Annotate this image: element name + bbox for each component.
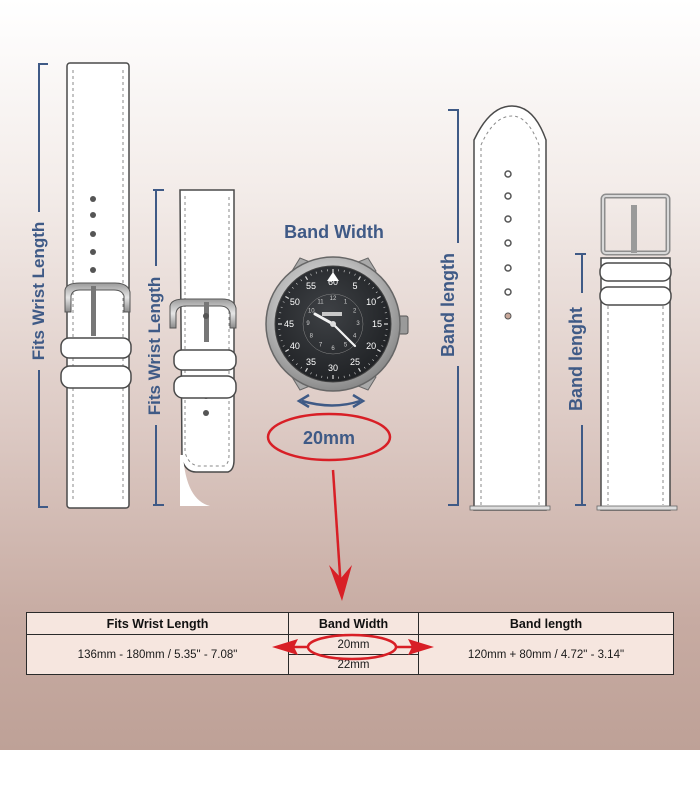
dial-outer-number: 35 — [306, 357, 316, 367]
header-band-width: Band Width — [289, 613, 418, 635]
dial-tick — [383, 340, 386, 342]
dial-outer-number: 20 — [366, 341, 376, 351]
dial-tick — [375, 291, 378, 294]
band-width-highlight-oval — [266, 412, 392, 462]
wrist-length-bracket-1 — [38, 63, 48, 508]
strap-short-tail-side — [153, 189, 237, 506]
band-width-title: Band Width — [284, 222, 384, 242]
dial-tick — [376, 348, 381, 353]
dial-tick — [357, 367, 362, 372]
band-length-bracket-1 — [448, 109, 459, 506]
dial-tick — [363, 279, 366, 282]
dial-inner-number: 10 — [308, 309, 315, 315]
cell-band-length: 120mm + 80mm / 4.72" - 3.14" — [418, 635, 673, 674]
dial-tick — [372, 286, 375, 289]
dial-tick — [354, 372, 356, 375]
dial-tick — [315, 271, 317, 274]
dial-tick — [381, 301, 384, 303]
band-length-bracket-2 — [575, 253, 586, 506]
cell-fits-wrist-length: 136mm - 180mm / 5.35" - 7.08" — [27, 635, 289, 674]
dial-tick — [288, 291, 291, 294]
dial-tick — [368, 282, 371, 285]
wrist-length-bracket-2 — [153, 189, 164, 506]
dial-tick — [295, 363, 298, 366]
dial-tick — [357, 276, 362, 281]
dial-outer-number: 25 — [350, 357, 360, 367]
dial-tick — [354, 273, 356, 276]
fits-wrist-length-label-2: Fits Wrist Length — [145, 277, 164, 416]
dial-outer-number: 30 — [328, 363, 338, 373]
dial-outer-number: 10 — [366, 297, 376, 307]
dial-tick — [285, 348, 290, 353]
dial-tick — [280, 306, 283, 308]
band-length-label-1: Band length — [438, 253, 458, 357]
dial-tick — [349, 374, 351, 377]
dial-inner-number: 5 — [344, 343, 348, 349]
band-width-arrow — [296, 393, 366, 409]
dial-inner-number: 3 — [356, 321, 360, 327]
dial-tick — [372, 359, 375, 362]
dial-tick — [285, 295, 290, 300]
band-width-option-20mm: 20mm — [289, 635, 418, 655]
band-length-label-2: Band lenght — [566, 307, 586, 411]
dial-tick — [291, 286, 294, 289]
dial-tick — [291, 359, 294, 362]
dial-tick — [349, 271, 351, 274]
strap-right-short — [575, 193, 678, 511]
dial-tick — [375, 354, 378, 357]
dial-inner-number: 2 — [353, 309, 357, 315]
dial-outer-number: 5 — [352, 281, 357, 291]
dial-outer-number: 15 — [372, 319, 382, 329]
dial-inner-number: 11 — [317, 299, 324, 305]
dial-tick — [304, 276, 309, 281]
dial-tick — [310, 273, 312, 276]
dial-inner-number: 12 — [330, 296, 337, 302]
dial-tick — [310, 372, 312, 375]
dial-tick — [315, 374, 317, 377]
size-spec-table: Fits Wrist Length Band Width Band length… — [26, 612, 674, 675]
cell-band-width: 20mm 22mm — [289, 635, 418, 674]
dial-tick — [381, 345, 384, 347]
dial-outer-number: 50 — [290, 297, 300, 307]
dial-tick — [295, 282, 298, 285]
dial-inner-number: 6 — [331, 346, 335, 352]
red-down-arrow — [329, 469, 352, 601]
dial-tick — [383, 306, 386, 308]
dial-tick — [376, 295, 381, 300]
dial-tick — [288, 354, 291, 357]
dial-tick — [300, 366, 303, 369]
dial-tick — [282, 345, 285, 347]
band-width-option-22mm: 22mm — [337, 658, 370, 671]
dial-outer-number: 60 — [328, 277, 338, 287]
dial-outer-number: 40 — [290, 341, 300, 351]
dial-inner-number: 8 — [310, 334, 314, 340]
dial-tick — [304, 367, 309, 372]
dial-outer-number: 45 — [284, 319, 294, 329]
dial-tick — [300, 279, 303, 282]
dial-tick — [280, 340, 283, 342]
dial-outer-number: 55 — [306, 281, 316, 291]
dial-tick — [363, 366, 366, 369]
dial-inner-number: 4 — [353, 334, 357, 340]
dial-inner-number: 7 — [319, 343, 323, 349]
dial-inner-number: 1 — [344, 299, 348, 305]
fits-wrist-length-label-1: Fits Wrist Length — [29, 222, 48, 361]
band-width-value-label: 20mm — [303, 428, 355, 448]
header-fits-wrist-length: Fits Wrist Length — [27, 613, 289, 635]
dial-inner-number: 9 — [306, 321, 310, 327]
dial-tick — [282, 301, 285, 303]
header-band-length: Band length — [418, 613, 673, 635]
dial-tick — [368, 363, 371, 366]
strap-right-long — [448, 105, 551, 511]
strap-long-buckle-side — [38, 62, 132, 509]
